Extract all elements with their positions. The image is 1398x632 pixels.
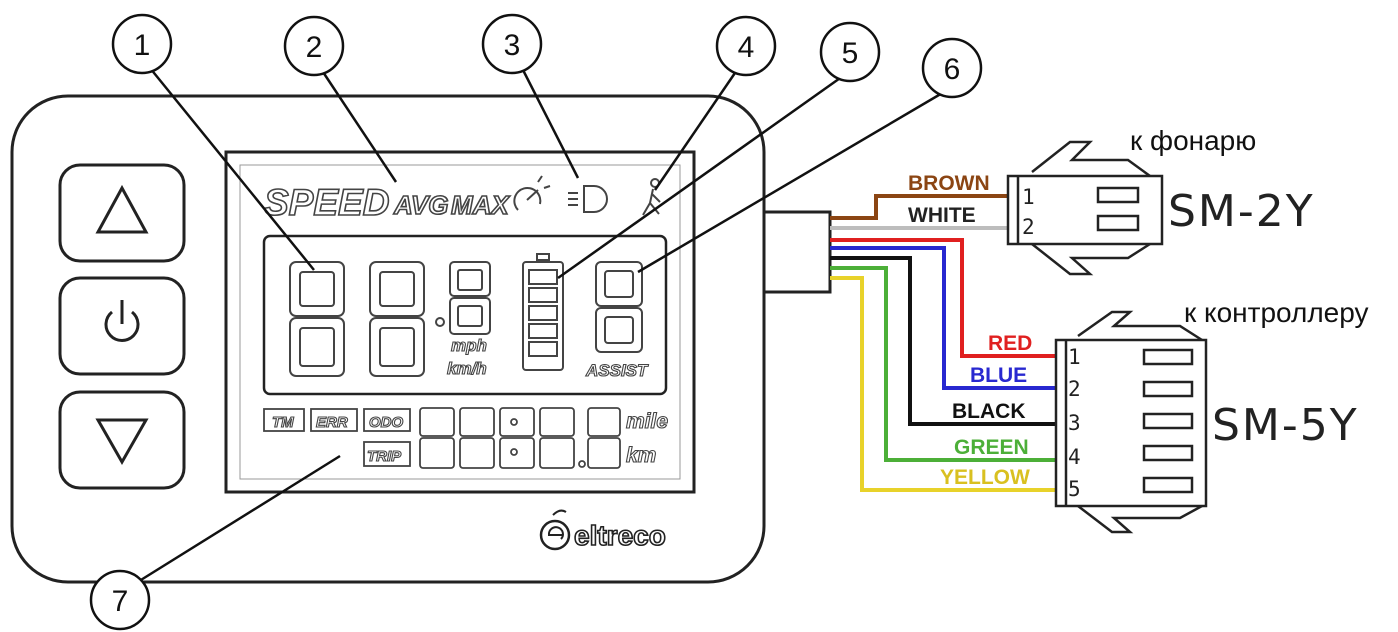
svg-text:1: 1: [134, 29, 151, 62]
callout-4: 4: [715, 15, 777, 77]
battery-icon: [522, 253, 564, 371]
sm5y-pin-4: 4: [1068, 445, 1081, 469]
wire-yellow: [830, 276, 1056, 492]
wire-red: [830, 238, 1056, 358]
callout-7: 7: [89, 569, 151, 631]
up-button[interactable]: [58, 163, 186, 263]
sm5y-pin-2: 2: [1068, 377, 1081, 401]
wire-label-yellow: YELLOW: [940, 466, 1030, 489]
light-caption: к фонарю: [1130, 125, 1256, 156]
lcd-err-label: ERR: [316, 414, 348, 431]
power-button[interactable]: [58, 276, 186, 376]
up-arrow-icon: [95, 184, 149, 234]
distance-digits: [419, 407, 621, 469]
display-unit: SPEED AVG MAX: [10, 94, 832, 584]
callout-markers: 1 2 3 4 5 6 7: [89, 13, 983, 631]
wire-label-brown: BROWN: [908, 172, 990, 195]
wire-label-red: RED: [988, 332, 1032, 355]
sm5y-pin-3: 3: [1068, 411, 1081, 435]
lcd-km-label: km: [626, 444, 656, 467]
cable-sleeve: [762, 210, 832, 294]
wire-label-blue: BLUE: [970, 364, 1027, 387]
callout-3: 3: [481, 13, 543, 75]
wire-label-black: BLACK: [952, 400, 1026, 423]
wire-blue: [830, 246, 1056, 390]
sm2y-pin-1: 1: [1022, 185, 1035, 209]
connector-sm-2y: [1006, 140, 1164, 276]
eltreco-logo-icon: [539, 509, 571, 551]
callout-leaders: [127, 67, 945, 590]
assist-level-digit: [595, 261, 643, 353]
sm5y-pin-1: 1: [1068, 345, 1081, 369]
speed-digits: [289, 261, 491, 377]
lcd-mph-label: mph: [451, 336, 487, 355]
wire-brown: [830, 194, 1010, 220]
sm5y-pin-5: 5: [1068, 477, 1081, 501]
wire-label-green: GREEN: [954, 436, 1029, 459]
sm2y-pin-2: 2: [1022, 215, 1035, 239]
lcd-tm-label: TM: [272, 414, 294, 431]
lcd-kmh-label: km/h: [447, 359, 487, 378]
down-arrow-icon: [95, 418, 149, 466]
callout-2: 2: [283, 15, 345, 77]
svg-text:3: 3: [504, 29, 521, 62]
callout-5: 5: [819, 21, 881, 83]
connector-sm-5y: [1054, 310, 1208, 534]
down-button[interactable]: [58, 390, 186, 490]
wire-black: [830, 256, 1056, 426]
svg-text:7: 7: [112, 585, 129, 618]
headlight-icon: [568, 185, 608, 213]
callout-6: 6: [921, 37, 983, 99]
callout-1: 1: [111, 13, 173, 75]
wires: [830, 194, 1056, 492]
lcd-avg-label: AVG: [393, 190, 448, 220]
brand-name: eltreco: [574, 520, 666, 551]
svg-text:5: 5: [842, 37, 859, 70]
sm5y-name: SM-5Y: [1212, 400, 1359, 451]
lcd-mile-label: mile: [626, 410, 668, 433]
lcd-trip-label: TRIP: [367, 448, 402, 465]
mode-tags: [263, 408, 411, 467]
controller-caption: к контроллеру: [1184, 297, 1369, 328]
wire-label-white: WHITE: [908, 204, 976, 227]
sm2y-name: SM-2Y: [1168, 186, 1315, 237]
lcd-assist-label: ASSIST: [585, 361, 649, 380]
svg-text:6: 6: [944, 53, 961, 86]
svg-text:2: 2: [306, 31, 323, 64]
wire-green: [830, 266, 1056, 462]
speedometer-icon: [513, 175, 551, 211]
lcd-max-label: MAX: [451, 190, 510, 220]
lcd-speed-label: SPEED: [264, 182, 389, 223]
power-icon: [104, 300, 140, 342]
svg-text:4: 4: [738, 31, 755, 64]
lcd-odo-label: ODO: [369, 414, 404, 431]
speed-area-frame: [262, 234, 668, 396]
